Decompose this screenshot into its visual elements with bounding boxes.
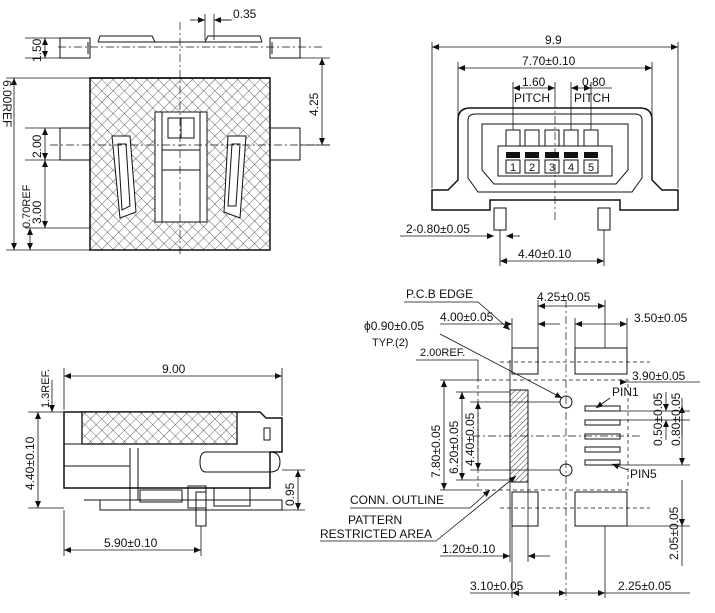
dim-095: 0.95 xyxy=(283,482,297,506)
dim-620: 6.20±0.05 xyxy=(447,420,461,474)
dim-425: 4.25 xyxy=(307,92,321,116)
dim-205: 2.05±0.05 xyxy=(667,506,681,560)
dim-2x080: 2-0.80±0.05 xyxy=(406,222,470,236)
dim-600ref: 6.00REF xyxy=(0,80,14,127)
top-view: 0.35 1.50 4.25 6.00REF 2.00 3.00 0.70REF xyxy=(0,7,332,256)
pin-number-1: 1 xyxy=(510,162,516,174)
dim-080-pcb: 0.80±0.05 xyxy=(669,392,683,446)
pin-number-4: 4 xyxy=(568,162,574,174)
side-hatched-plug xyxy=(81,411,238,445)
locating-post-left xyxy=(493,207,507,231)
restricted-area-label: RESTRICTED AREA xyxy=(320,527,432,541)
hole-typ-label: TYP.(2) xyxy=(372,337,408,349)
signal-pad-list xyxy=(584,405,621,466)
mount-pad-top-left xyxy=(59,37,91,59)
mount-pad-mid-right xyxy=(269,127,301,161)
locating-post-right xyxy=(597,207,611,231)
dim-200ref: 2.00REF. xyxy=(420,347,465,359)
pin-number-3: 3 xyxy=(549,162,555,174)
pcb-edge-label: P.C.B EDGE xyxy=(406,287,473,301)
pin-number-list: 1 2 3 4 5 xyxy=(505,152,599,174)
pin-number-5: 5 xyxy=(588,162,594,174)
pin5-label: PIN5 xyxy=(630,467,657,481)
dim-310: 3.10±0.05 xyxy=(470,579,524,593)
dim-440-front: 4.40±0.10 xyxy=(518,247,572,261)
dim-13ref: 1.3REF. xyxy=(40,369,52,408)
dim-225: 2.25±0.05 xyxy=(618,579,672,593)
pcb-layout: P.C.B EDGE 4.25±0.05 4.00±0.05 3.50±0.05… xyxy=(320,287,700,600)
side-view: 9.00 4.40±0.10 1.3REF. 0.95 5.90±0.10 xyxy=(23,362,305,556)
dim-035: 0.35 xyxy=(233,7,257,21)
dim-080: 0.80 xyxy=(582,75,606,89)
pcb-pad-upper-left xyxy=(511,347,539,375)
pcb-pad-upper-right xyxy=(574,347,628,375)
pitch-label-a: PITCH xyxy=(514,91,550,105)
dim-300: 3.00 xyxy=(30,200,44,224)
pin1-label: PIN1 xyxy=(612,385,639,399)
dim-400: 4.00±0.05 xyxy=(440,310,494,324)
connector-outline-dashed xyxy=(477,379,629,491)
dim-780: 7.80±0.05 xyxy=(429,424,443,478)
dim-200: 2.00 xyxy=(30,134,44,158)
side-locating-post xyxy=(195,491,207,527)
dim-425-pcb: 4.25±0.05 xyxy=(537,290,591,304)
pattern-label: PATTERN xyxy=(348,513,402,527)
dim-390: 3.90±0.05 xyxy=(632,369,686,383)
dim-99: 9.9 xyxy=(545,33,562,47)
dim-160: 1.60 xyxy=(522,75,546,89)
conn-outline-label: CONN. OUTLINE xyxy=(350,493,444,507)
dim-350: 3.50±0.05 xyxy=(634,311,688,325)
mount-pad-top-right xyxy=(269,37,301,59)
connector-shell xyxy=(431,107,679,211)
front-view: 1 2 3 4 5 9.9 7.70±0.10 1.60 PITCH 0.80 … xyxy=(400,33,679,266)
hole-dia-label: ϕ0.90±0.05 xyxy=(364,319,424,333)
dim-900: 9.00 xyxy=(162,362,186,376)
dim-440-pcb: 4.40±0.05 xyxy=(463,412,477,466)
dim-770: 7.70±0.10 xyxy=(522,54,576,68)
pcb-pad-lower-left xyxy=(511,491,539,527)
dim-050: 0.50±0.05 xyxy=(651,392,665,446)
dim-150: 1.50 xyxy=(30,38,44,62)
dim-440-side: 4.40±0.10 xyxy=(23,436,37,490)
dim-590: 5.90±0.10 xyxy=(104,536,158,550)
shell-inner-opening xyxy=(467,113,643,193)
pin-number-2: 2 xyxy=(529,162,535,174)
dim-070ref: 0.70REF xyxy=(21,184,33,228)
dim-120: 1.20±0.10 xyxy=(442,542,496,556)
side-body-outline xyxy=(63,411,283,489)
pitch-label-b: PITCH xyxy=(574,91,610,105)
mount-pad-mid-left xyxy=(59,127,91,161)
pcb-pad-lower-right xyxy=(574,491,628,527)
